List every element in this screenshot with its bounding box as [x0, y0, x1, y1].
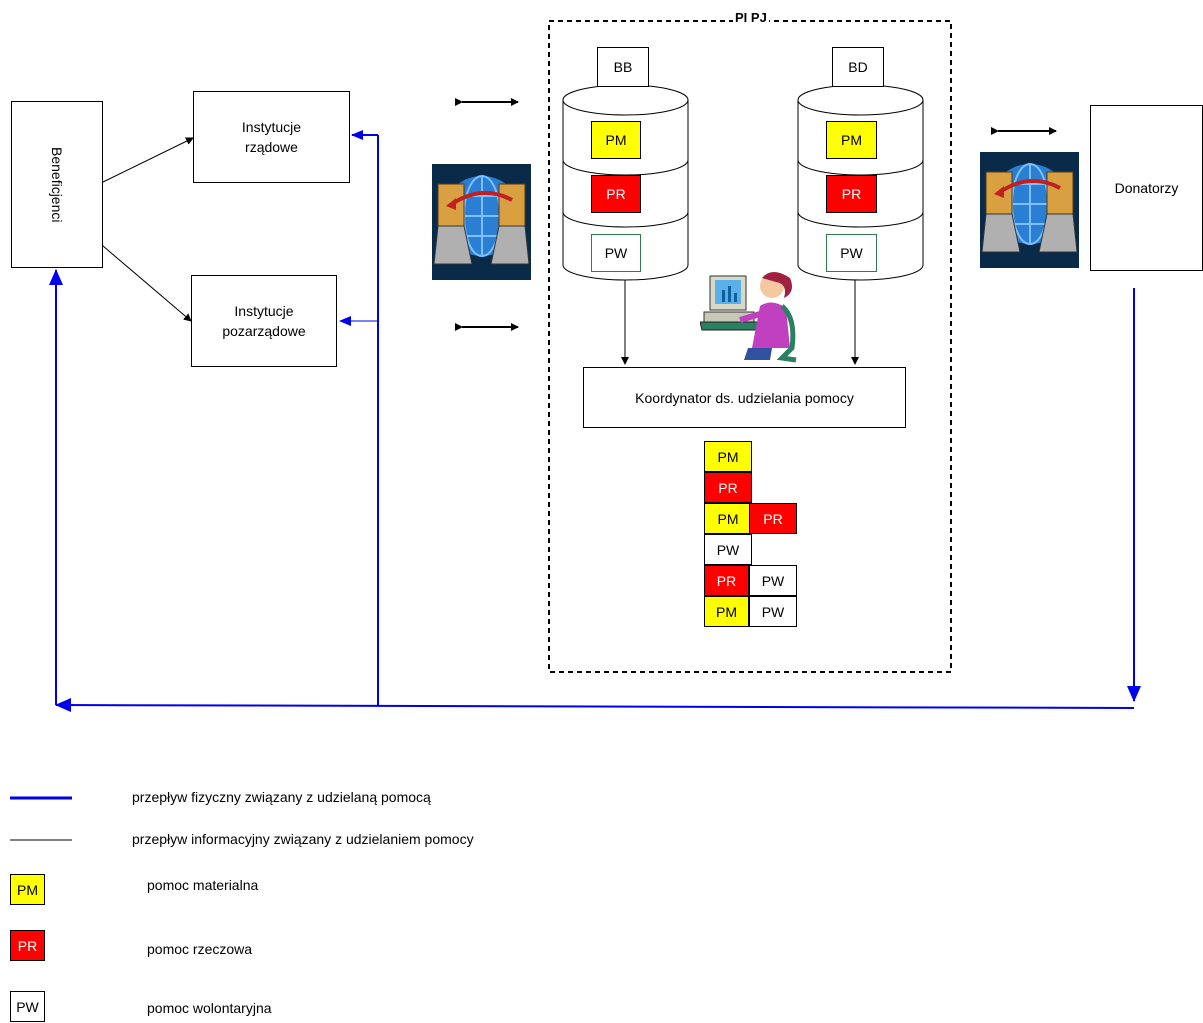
stack-pr-2: PR	[749, 503, 797, 534]
node-instytucje-rzadowe[interactable]: Instytucje rządowe	[193, 91, 350, 183]
rzad-label-1: Instytucje	[241, 119, 302, 135]
stack-pr-1: PR	[704, 472, 752, 503]
legend-pw-text: pomoc wolontaryjna	[147, 1000, 272, 1016]
koordynator-label: Koordynator ds. udzielania pomocy	[635, 389, 854, 406]
bd-pr-tag: PR	[826, 175, 877, 213]
db-bb-label: BB	[613, 59, 633, 75]
legend-pr-text: pomoc rzeczowa	[147, 941, 253, 957]
phys-flow-bottom	[55, 698, 1135, 713]
legend-pm-tag: PM	[10, 874, 45, 905]
stack-pr-3: PR	[704, 565, 749, 596]
group-title: PI PJ	[733, 10, 769, 25]
donatorzy-label: Donatorzy	[1114, 180, 1179, 196]
stack-pw-2: PW	[749, 565, 797, 596]
stack-pm-3: PM	[704, 596, 749, 627]
rzad-label-2: rządowe	[245, 139, 298, 155]
node-donatorzy[interactable]: Donatorzy	[1090, 105, 1203, 271]
network-computers-icon	[980, 152, 1079, 268]
stack-pw-1: PW	[704, 534, 752, 565]
legend-pw-tag: PW	[10, 991, 45, 1022]
legend-info-flow-text: przepływ informacyjny związany z udziela…	[132, 831, 474, 847]
node-beneficjenci[interactable]: Beneficjenci	[11, 101, 103, 268]
legend-pr-tag: PR	[10, 930, 45, 961]
stack-pm-2: PM	[704, 503, 752, 534]
legend-physical-flow-text: przepływ fizyczny związany z udzielaną p…	[132, 789, 431, 805]
stack-pw-3: PW	[749, 596, 797, 627]
bd-pm-tag: PM	[826, 121, 877, 159]
person-at-computer-icon	[700, 272, 797, 363]
db-bb-label-box: BB	[597, 47, 649, 87]
bb-pm-tag: PM	[591, 121, 641, 159]
bb-pw-tag: PW	[591, 234, 641, 272]
pozarz-label-1: Instytucje	[234, 303, 294, 319]
node-instytucje-pozarzadowe[interactable]: Instytucje pozarządowe	[191, 275, 337, 367]
node-koordynator[interactable]: Koordynator ds. udzielania pomocy	[583, 367, 906, 428]
bd-pw-tag: PW	[826, 234, 877, 272]
info-flow-benef-pozarz	[95, 238, 192, 322]
network-computers-icon	[432, 164, 531, 280]
info-flow-benef-rzad	[94, 137, 194, 189]
stack-pm-1: PM	[704, 441, 752, 472]
pozarz-label-2: pozarządowe	[222, 323, 306, 339]
db-bd-label-box: BD	[832, 47, 884, 87]
legend-pm-text: pomoc materialna	[147, 877, 259, 893]
bb-pr-tag: PR	[591, 175, 641, 213]
db-bd-label: BD	[848, 59, 868, 75]
beneficjenci-label: Beneficjenci	[49, 146, 65, 223]
